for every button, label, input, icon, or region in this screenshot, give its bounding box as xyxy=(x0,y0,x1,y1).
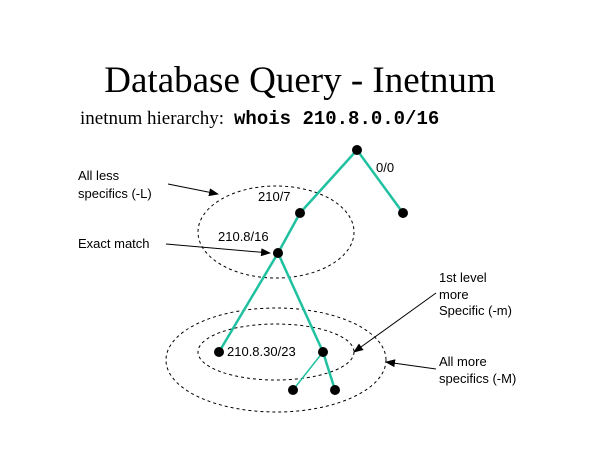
subtitle-prefix: inetnum hierarchy: xyxy=(80,108,224,129)
subtitle: inetnum hierarchy: whois 210.8.0.0/16 xyxy=(80,108,439,130)
tree-nodes xyxy=(214,145,408,395)
first-level-arrow xyxy=(353,292,437,353)
node-210-7 xyxy=(295,208,305,218)
exact-match-label: Exact match xyxy=(78,236,150,251)
less-specifics-label-2: specifics (-L) xyxy=(78,186,152,201)
whois-command: whois 210.8.0.0/16 xyxy=(234,108,439,130)
all-more-specifics-ellipse xyxy=(165,307,387,413)
edge xyxy=(217,252,280,353)
less-specifics-arrow xyxy=(167,183,219,197)
edge xyxy=(292,351,324,391)
node-label-210-8-30-23: 210.8.30/23 xyxy=(227,344,296,359)
all-more-arrow xyxy=(385,359,437,370)
slide-title: Database Query - Inetnum xyxy=(104,60,496,101)
node xyxy=(330,385,340,395)
node xyxy=(288,385,298,395)
less-specifics-label-1: All less xyxy=(78,168,120,183)
all-more-label-1: All more xyxy=(439,354,487,369)
less-specifics-ellipse xyxy=(197,185,355,279)
first-level-label-1: 1st level xyxy=(439,270,487,285)
node-210-8-16 xyxy=(273,248,283,258)
edge xyxy=(276,212,302,254)
node-label-210-8-16: 210.8/16 xyxy=(218,229,269,244)
node-label-root: 0/0 xyxy=(376,160,394,175)
all-more-label-2: specifics (-M) xyxy=(439,371,516,386)
first-level-label-2: more xyxy=(439,287,469,302)
node xyxy=(318,347,328,357)
tree-edges xyxy=(217,149,405,391)
node-root xyxy=(352,145,362,155)
node-210-8-30-23 xyxy=(214,347,224,357)
node xyxy=(398,208,408,218)
edge xyxy=(355,149,405,214)
first-level-label-3: Specific (-m) xyxy=(439,303,512,318)
edge xyxy=(321,351,337,391)
edge xyxy=(276,252,325,353)
exact-match-arrow xyxy=(165,243,271,257)
node-label-210-7: 210/7 xyxy=(258,189,291,204)
edge xyxy=(299,149,358,214)
